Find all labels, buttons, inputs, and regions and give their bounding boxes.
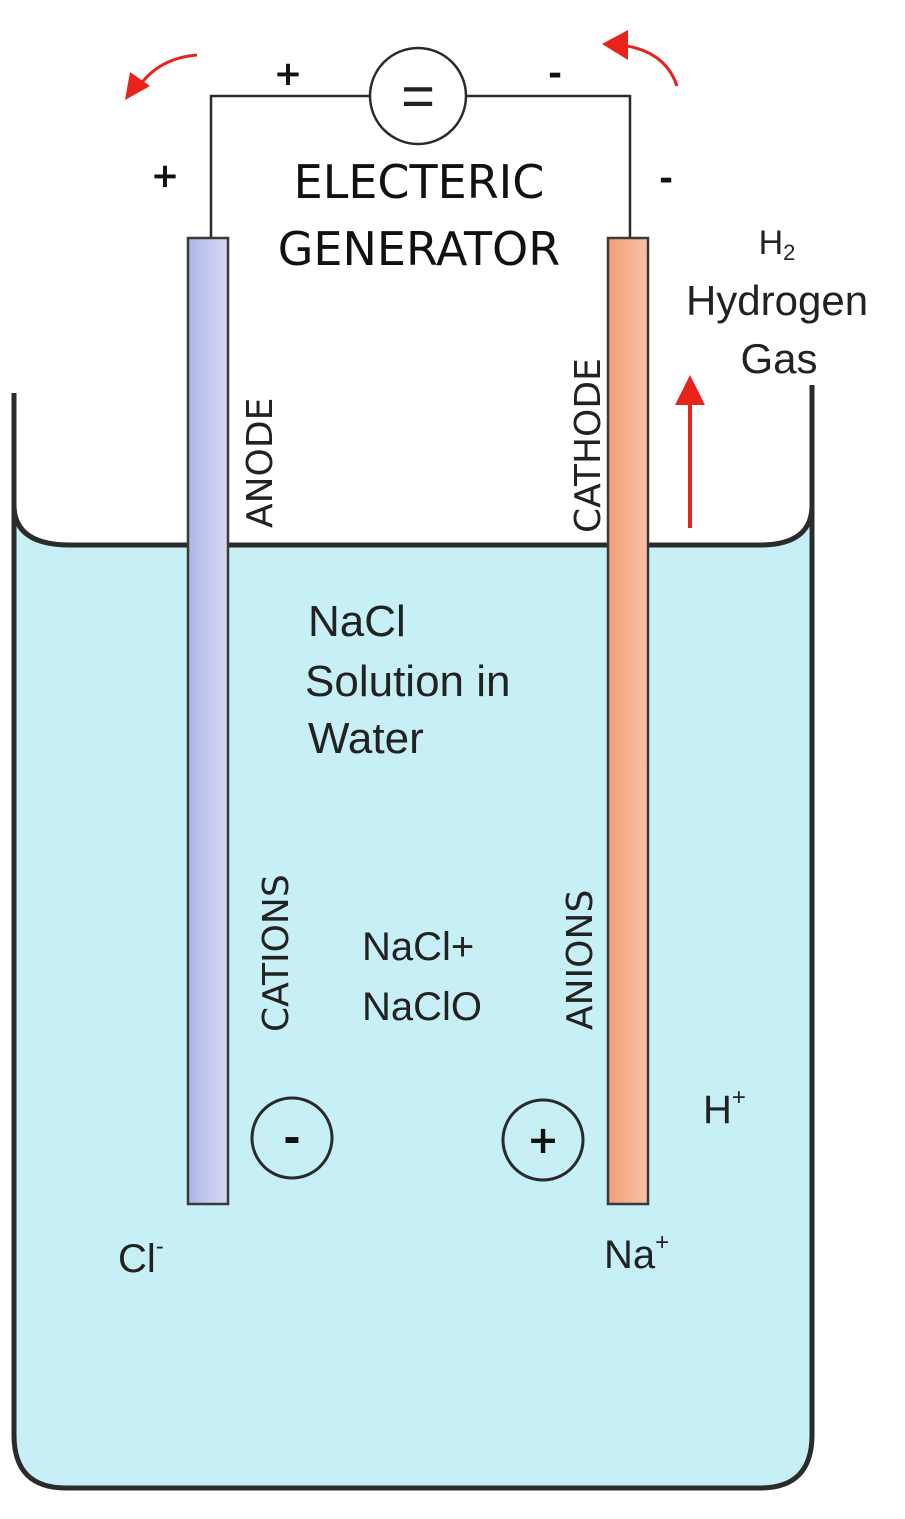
anode-label: ANODE [240, 398, 281, 528]
mixture-label-line1: NaCl+ [362, 925, 474, 969]
anode-electrode [186, 236, 230, 1206]
sodium-ion-charge: + [655, 1229, 669, 1256]
wire-left [209, 94, 370, 238]
h2-formula-symbol: H [759, 224, 784, 262]
sodium-ion: Na+ [604, 1229, 669, 1277]
current-arrow-left [125, 53, 198, 100]
liquid-surface [11, 504, 815, 548]
h2-formula: H2 [759, 224, 796, 265]
anions-label: ANIONS [560, 890, 601, 1030]
generator-label-line1: ELECTERIC [294, 155, 545, 209]
cations-label: CATIONS [256, 874, 297, 1032]
wire-minus-sign: - [548, 54, 562, 94]
hydrogen-ion-symbol: H [703, 1088, 732, 1132]
hydrogen-ion-charge: + [732, 1084, 746, 1111]
solution-label-line3: Water [308, 714, 424, 763]
mixture-label-line2: NaClO [362, 985, 482, 1029]
chloride-ion: Cl- [118, 1233, 164, 1281]
solution-label-line2: Solution in [305, 657, 510, 706]
generator-circle [368, 46, 468, 146]
positive-ion-sign: + [527, 1118, 559, 1162]
cathode-terminal-sign: - [659, 159, 673, 199]
cathode-label: CATHODE [568, 358, 609, 533]
gas-rising-arrow [675, 375, 705, 528]
h2-formula-subscript: 2 [783, 240, 795, 265]
wire-plus-sign: + [274, 54, 303, 94]
anode-terminal-sign: + [151, 156, 180, 196]
beaker [11, 385, 815, 1491]
generator-symbol: = [401, 64, 435, 129]
hydrogen-gas-line1: Hydrogen [686, 277, 868, 324]
negative-ion-circle [250, 1096, 334, 1180]
hydrogen-gas-line2: Gas [740, 335, 817, 382]
hydrogen-ion: H+ [703, 1084, 746, 1132]
chloride-ion-charge: - [156, 1233, 164, 1260]
generator-label-line2: GENERATOR [278, 222, 560, 276]
sodium-ion-symbol: Na [604, 1233, 656, 1277]
positive-ion-circle [501, 1098, 585, 1182]
cathode-electrode [606, 236, 650, 1206]
negative-ion-sign: - [283, 1113, 300, 1162]
solution-label-line1: NaCl [308, 597, 406, 646]
wire-right [465, 94, 632, 238]
chloride-ion-symbol: Cl [118, 1237, 156, 1281]
current-arrow-right [602, 30, 679, 87]
